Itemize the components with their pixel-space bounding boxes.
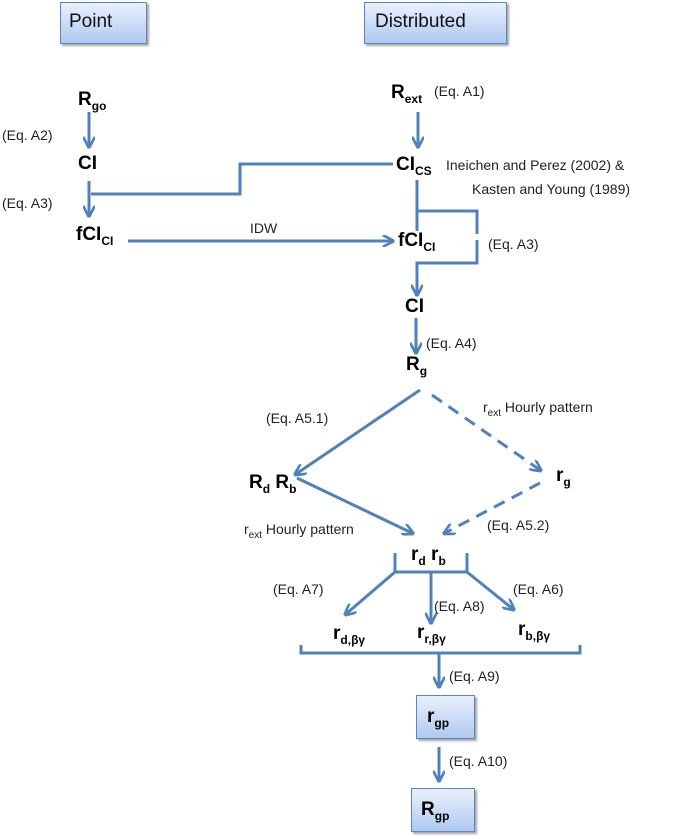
label-eq-a7: (Eq. A7): [273, 581, 324, 597]
label-eq-a4: (Eq. A4): [426, 335, 477, 351]
node-r-ext: Rext: [391, 82, 423, 106]
label-ref-line2: Kasten and Young (1989): [472, 181, 631, 197]
label-hourly-upper: rext Hourly pattern: [483, 399, 593, 419]
node-fci-point: fCICI: [76, 224, 114, 248]
label-eq-a5-1: (Eq. A5.1): [266, 410, 329, 426]
header-title-point: Point: [69, 11, 113, 32]
label-eq-a10: (Eq. A10): [449, 753, 508, 769]
edge-cics-to-point: [91, 162, 393, 196]
node-r-b-bg: rb,βγ: [518, 619, 551, 643]
node-r-g-lower: rg: [556, 465, 571, 489]
node-ci-point: CI: [78, 153, 97, 174]
label-eq-a8: (Eq. A8): [434, 598, 485, 614]
node-rd-rb-upper: Rd Rb: [249, 472, 297, 496]
edge-rdrb-rdrb-lower: [296, 476, 412, 533]
header-box-distributed: Distributed: [364, 2, 507, 44]
label-eq-a5-2: (Eq. A5.2): [487, 517, 550, 533]
edge-eq-a3-loop: [417, 209, 479, 234]
label-eq-a6: (Eq. A6): [513, 581, 564, 597]
node-ci-cs: CICS: [396, 154, 432, 178]
node-fci-dist: fCICI: [398, 230, 436, 254]
node-r-gp: rgp: [427, 706, 450, 730]
node-R-gp: Rgp: [421, 799, 450, 823]
label-ref-line1: Ineichen and Perez (2002) &: [446, 157, 625, 173]
node-r-d-bg: rd,βγ: [333, 623, 366, 647]
label-eq-a9: (Eq. A9): [449, 668, 500, 684]
node-r-g-upper: Rg: [406, 354, 428, 378]
label-hourly-lower: rext Hourly pattern: [244, 521, 354, 541]
edge-rg-lower-rdrb-lower: [445, 481, 541, 533]
node-ci-dist: CI: [405, 296, 424, 317]
label-eq-a3-point: (Eq. A3): [2, 195, 53, 211]
label-eq-a3-dist: (Eq. A3): [488, 236, 539, 252]
header-title-distributed: Distributed: [375, 11, 466, 32]
node-r-go: Rgo: [78, 89, 107, 113]
R-gp-box: [411, 788, 475, 832]
edge-rg-rdrb: [296, 388, 421, 474]
edge-eq-a3-return: [417, 240, 479, 294]
label-eq-a1: (Eq. A1): [434, 83, 485, 99]
node-rd-rb-lower: rd rb: [411, 544, 446, 568]
r-gp-box: [416, 695, 475, 739]
edge-rg-rg-lower: [431, 393, 540, 470]
header-box-point: Point: [60, 2, 147, 44]
edge-to-rd-bg: [346, 570, 396, 614]
node-r-r-bg: rr,βγ: [417, 622, 446, 646]
edge-to-rb-bg: [466, 570, 513, 609]
label-idw: IDW: [250, 220, 278, 236]
label-eq-a2: (Eq. A2): [2, 127, 53, 143]
